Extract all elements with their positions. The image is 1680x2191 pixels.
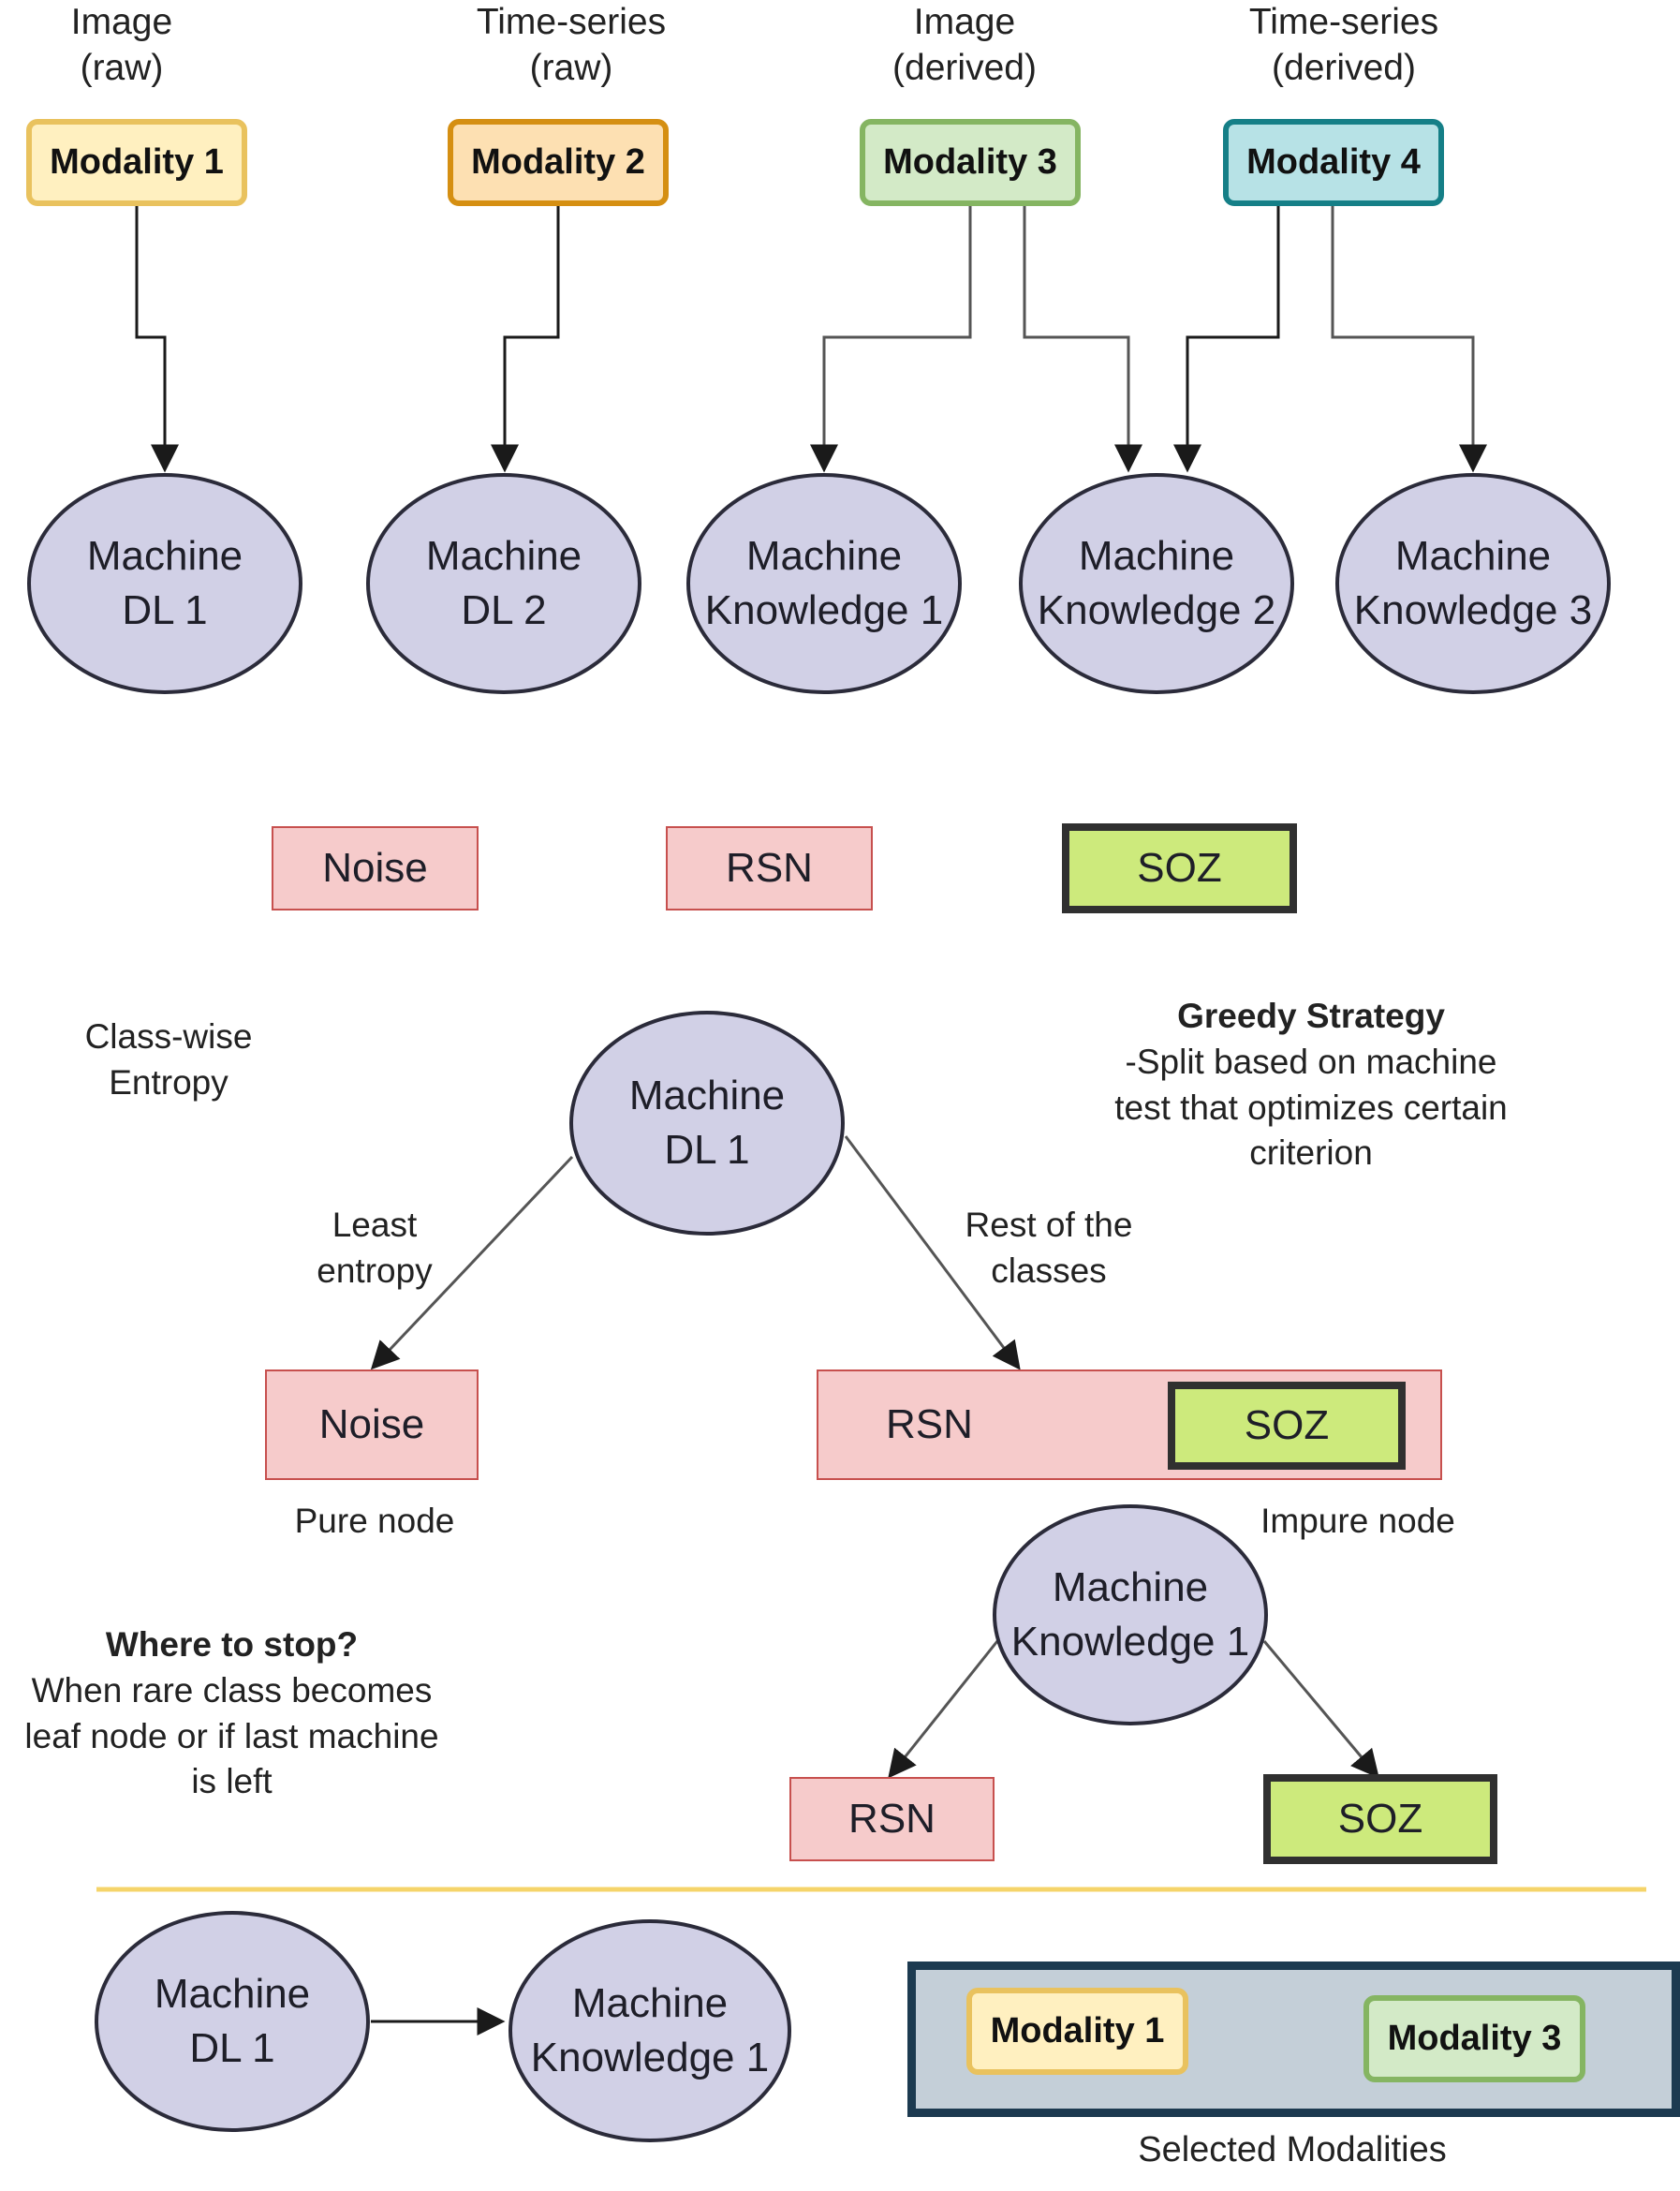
arrow-modality1-dl1 [135,206,179,473]
arrow-modality2-dl2 [491,206,560,473]
edge-knowledge1-rsn [888,1640,999,1779]
greedy-strategy-note: Greedy Strategy -Split based on machine … [1114,997,1508,1173]
selected-modality-1-box: Modality 1 [966,1988,1188,2075]
arrow-modality3-knowledge2 [1023,206,1142,473]
class-soz-box: SOZ [1062,823,1297,913]
modality-2-type-label: Time-series(raw) [476,2,667,88]
tree-noise-leaf: Noise [265,1369,479,1480]
where-to-stop-title: Where to stop? [105,1625,359,1664]
selected-modalities-caption: Selected Modalities [1138,2130,1447,2169]
modality-4-box: Modality 4 [1223,119,1444,206]
impure-node-label: Impure node [1260,1502,1455,1540]
edge-least-entropy [370,1155,574,1370]
where-to-stop-note: Where to stop? When rare class becomes l… [24,1625,439,1801]
modality-4-type-label: Time-series(derived) [1248,2,1439,88]
pure-node-label: Pure node [294,1502,455,1540]
edge-rest-of-classes [844,1135,1021,1370]
tree-impure-soz-box: SOZ [1168,1382,1406,1470]
class-noise-box: Noise [272,826,479,910]
tree-soz-leaf: SOZ [1263,1774,1497,1864]
class-rsn-box: RSN [666,826,873,910]
modality-1-box: Modality 1 [26,119,247,206]
tree-impure-rsn-label: RSN [886,1401,973,1447]
modality-3-box: Modality 3 [860,119,1081,206]
arrow-modality4-knowledge2 [1173,206,1280,473]
arrow-modality4-knowledge3 [1331,206,1487,473]
modality-1-type-label: Image(raw) [70,2,173,88]
modality-3-type-label: Image(derived) [892,2,1037,88]
modality-2-box: Modality 2 [448,119,669,206]
arrow-modality3-knowledge1 [810,206,972,473]
edge-knowledge1-soz [1262,1640,1379,1779]
selected-modality-3-box: Modality 3 [1363,1995,1585,2082]
greedy-strategy-title: Greedy Strategy [1177,997,1445,1035]
tree-rsn-leaf: RSN [789,1777,995,1861]
